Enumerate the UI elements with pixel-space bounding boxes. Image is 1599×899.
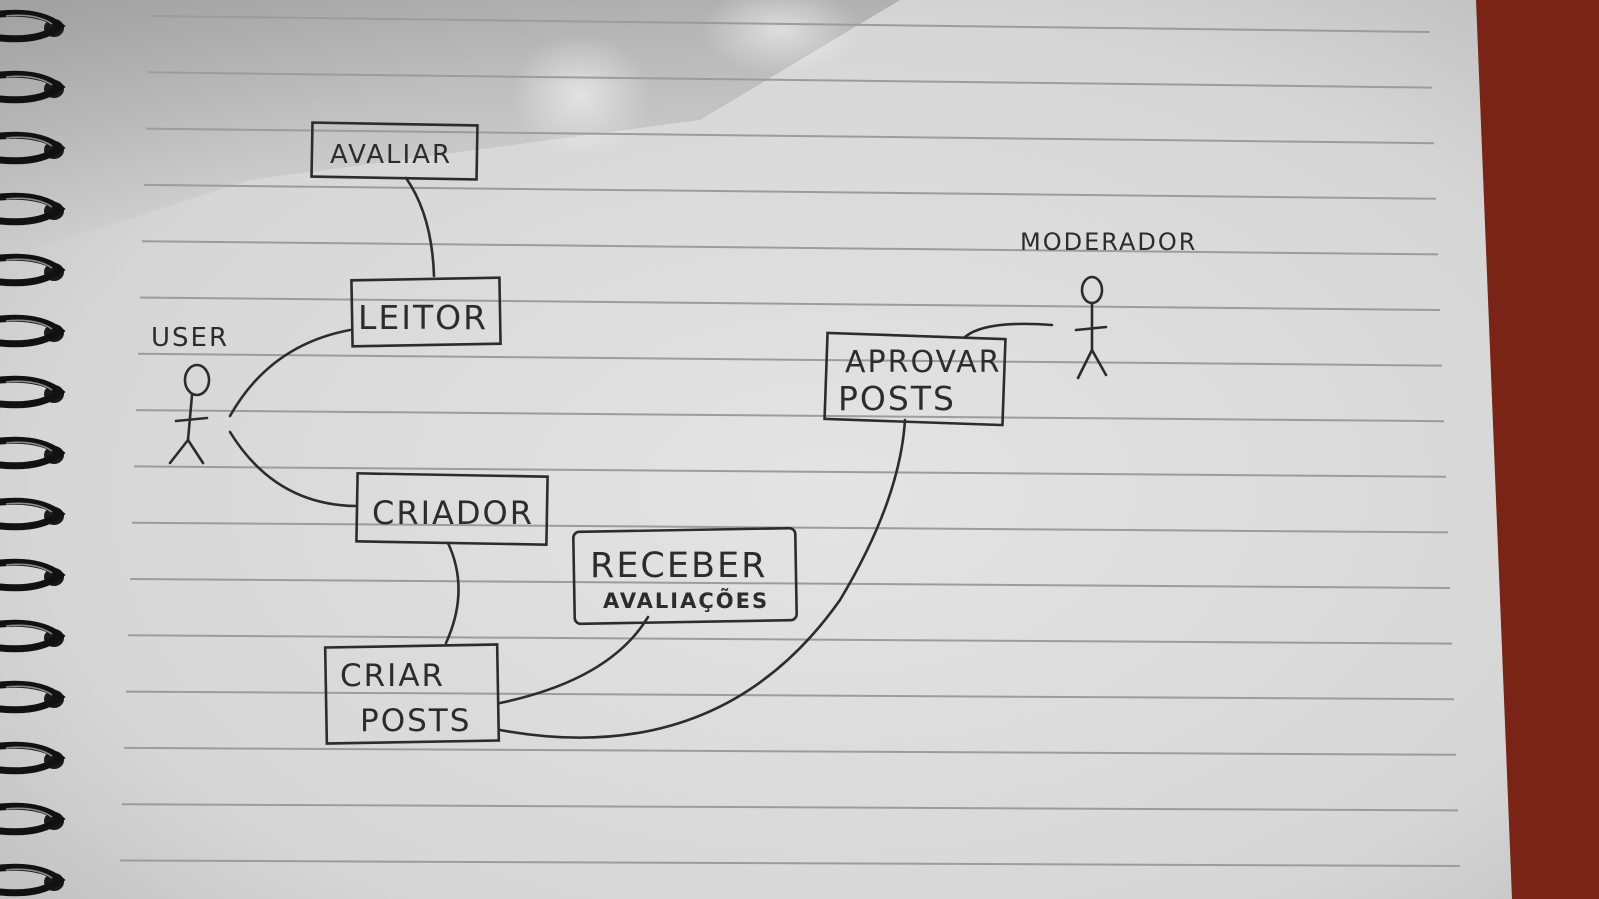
spiral-ring bbox=[0, 192, 66, 226]
ruled-line bbox=[137, 352, 1443, 367]
spiral-ring bbox=[0, 375, 66, 409]
user-stick-figure-icon bbox=[168, 363, 211, 465]
connector-avaliar-leitor bbox=[404, 176, 436, 278]
spiral-ring bbox=[0, 619, 66, 653]
connector-user-leitor bbox=[228, 328, 352, 418]
receber-label-line1: RECEBER bbox=[590, 546, 767, 586]
box-receber-avaliacoes: RECEBER AVALIAÇÕES bbox=[572, 526, 798, 626]
aprovar-posts-label-line2: POSTS bbox=[838, 379, 956, 418]
user-label: USER bbox=[151, 323, 229, 353]
spiral-ring bbox=[0, 253, 66, 287]
ruled-line bbox=[123, 746, 1457, 756]
ruled-line bbox=[141, 240, 1439, 256]
ruled-line bbox=[129, 578, 1451, 589]
connector-aprovar-moderador bbox=[963, 322, 1054, 339]
spiral-ring bbox=[0, 9, 66, 43]
box-leitor: LEITOR bbox=[350, 276, 502, 348]
box-criador: CRIADOR bbox=[355, 472, 549, 546]
ruled-line bbox=[149, 15, 1431, 33]
criador-label: CRIADOR bbox=[372, 494, 534, 532]
spiral-ring bbox=[0, 314, 66, 348]
spiral-ring bbox=[0, 863, 66, 897]
ruled-line bbox=[119, 859, 1461, 867]
avaliar-label: AVALIAR bbox=[330, 140, 452, 170]
paper-sheet bbox=[0, 0, 1512, 899]
ruled-lines bbox=[119, 15, 1461, 867]
actor-user: USER bbox=[151, 323, 229, 465]
ruled-line bbox=[139, 296, 1441, 311]
ruled-line bbox=[121, 803, 1459, 812]
ruled-line bbox=[145, 127, 1435, 145]
spiral-ring bbox=[0, 497, 66, 531]
spiral-ring bbox=[0, 558, 66, 592]
light-glare bbox=[700, 0, 860, 75]
box-criar-posts: CRIAR POSTS bbox=[323, 643, 501, 745]
connector-criarposts-receber bbox=[498, 615, 650, 705]
connector-user-criador bbox=[228, 430, 358, 508]
ruled-line bbox=[133, 465, 1447, 478]
paper-shadow bbox=[0, 0, 900, 260]
connector-criarposts-aprovar bbox=[498, 418, 907, 739]
criar-posts-label-line2: POSTS bbox=[360, 703, 471, 739]
spiral-ring bbox=[0, 131, 66, 165]
box-avaliar: AVALIAR bbox=[310, 121, 479, 181]
criar-posts-label-line1: CRIAR bbox=[340, 658, 445, 694]
spiral-ring bbox=[0, 70, 66, 104]
box-aprovar-posts: APROVAR POSTS bbox=[823, 331, 1007, 427]
ruled-line bbox=[143, 183, 1437, 200]
ruled-line bbox=[135, 409, 1445, 423]
leitor-label: LEITOR bbox=[358, 298, 488, 337]
spiral-ring bbox=[0, 741, 66, 775]
ruled-line bbox=[147, 71, 1433, 89]
light-glare bbox=[510, 35, 650, 155]
spiral-ring bbox=[0, 680, 66, 714]
aprovar-posts-label-line1: APROVAR bbox=[845, 345, 1002, 380]
spiral-ring bbox=[0, 802, 66, 836]
spiral-binding bbox=[0, 9, 66, 897]
receber-label-line2: AVALIAÇÕES bbox=[603, 588, 769, 613]
spiral-ring bbox=[0, 436, 66, 470]
ruled-line bbox=[127, 634, 1453, 645]
moderador-stick-figure-icon bbox=[1074, 275, 1108, 380]
actor-moderador: MODERADOR bbox=[1020, 228, 1197, 380]
connector-criador-criarposts bbox=[444, 541, 460, 645]
ruled-line bbox=[125, 690, 1455, 701]
moderador-label: MODERADOR bbox=[1020, 228, 1197, 256]
